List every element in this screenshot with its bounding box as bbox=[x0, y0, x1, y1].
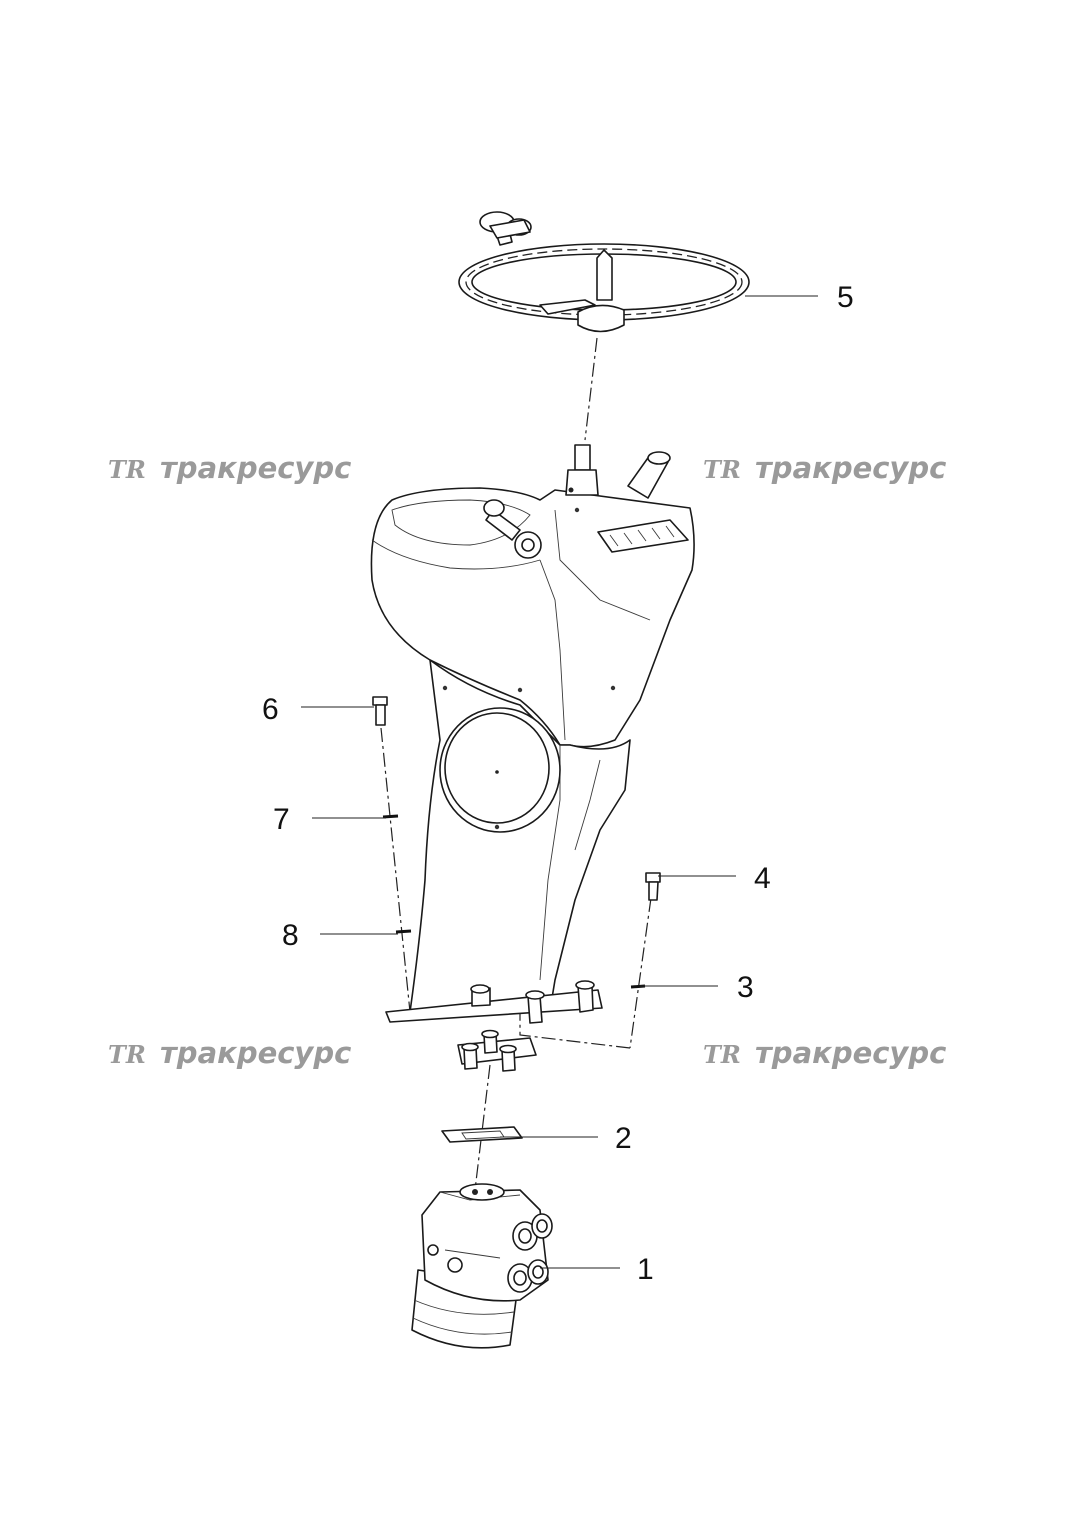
assembly-axis-lines bbox=[380, 337, 652, 1191]
watermark-bottom-right: TR тракресурс bbox=[703, 1036, 946, 1070]
callout-leaders bbox=[301, 295, 818, 1269]
callout-label: 2 bbox=[615, 1122, 632, 1155]
watermark-text: тракресурс bbox=[160, 1036, 351, 1070]
washer-part-7 bbox=[382, 814, 399, 819]
gasket-part-2 bbox=[441, 1126, 523, 1143]
callout-label: 6 bbox=[262, 693, 279, 726]
steering-wheel bbox=[458, 211, 750, 333]
callout-label: 7 bbox=[273, 803, 290, 836]
watermark-logo: TR bbox=[108, 1040, 146, 1069]
watermark-top-left: TR тракресурс bbox=[108, 451, 351, 485]
callout-label: 1 bbox=[637, 1253, 654, 1286]
watermark-text: тракресурс bbox=[755, 1036, 946, 1070]
bolt-part-4 bbox=[645, 872, 661, 901]
watermark-top-right: TR тракресурс bbox=[703, 451, 946, 485]
watermark-bottom-left: TR тракресурс bbox=[108, 1036, 351, 1070]
adapter-plate bbox=[457, 1029, 537, 1072]
washer-part-8 bbox=[395, 929, 412, 934]
bolt-part-6 bbox=[372, 696, 388, 726]
watermark-text: тракресурс bbox=[160, 451, 351, 485]
watermark-logo: TR bbox=[703, 455, 741, 484]
callout-label: 5 bbox=[837, 281, 854, 314]
steering-column-housing bbox=[370, 444, 695, 1024]
callout-label: 4 bbox=[754, 862, 771, 895]
steering-pump-part-1 bbox=[411, 1183, 553, 1349]
watermark-logo: TR bbox=[703, 1040, 741, 1069]
watermark-text: тракресурс bbox=[755, 451, 946, 485]
callout-label: 8 bbox=[282, 919, 299, 952]
callout-label: 3 bbox=[737, 971, 754, 1004]
watermark-logo: TR bbox=[108, 455, 146, 484]
